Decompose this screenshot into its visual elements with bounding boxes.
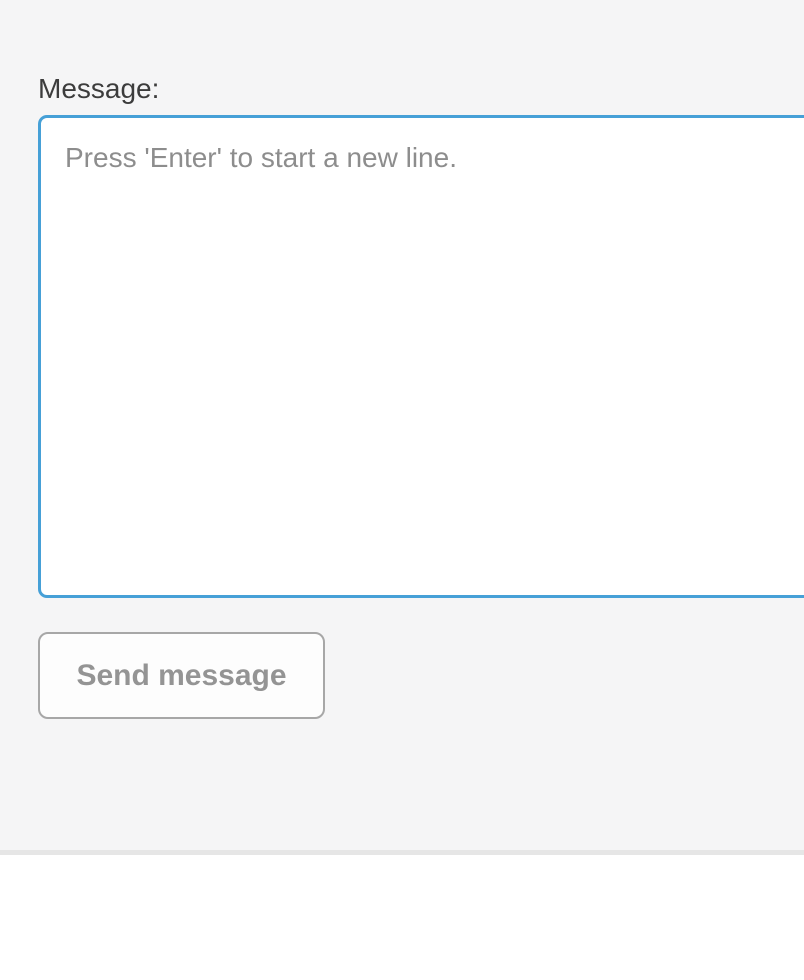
message-form-panel: Message: Send message [38,73,804,719]
send-message-button[interactable]: Send message [38,632,325,719]
section-divider [0,850,804,855]
lower-section [0,855,804,980]
message-input[interactable] [38,115,804,598]
message-label: Message: [38,73,160,104]
